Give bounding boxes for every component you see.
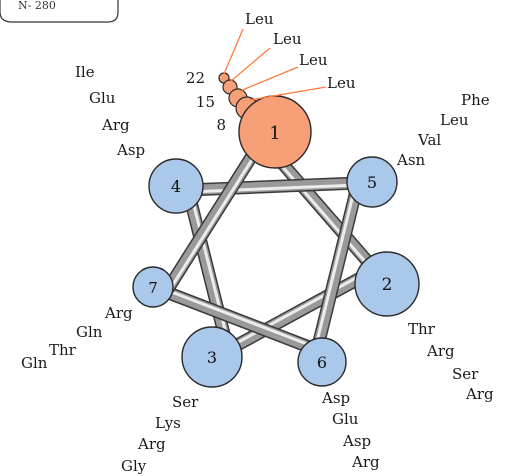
legend-box: N- 280 (0, 0, 118, 22)
position-22-number: 22 (186, 69, 205, 87)
p2-label-4: Arg (465, 385, 494, 403)
position-3-number: 3 (207, 348, 217, 367)
position-15-number: 15 (196, 93, 215, 111)
p4-label-2: Glu (89, 89, 116, 107)
p1-label-4: Leu (327, 74, 356, 92)
p4-label-4: Asp (116, 141, 145, 159)
legend-text: N- 280 (18, 0, 56, 12)
position-6-number: 6 (317, 353, 327, 372)
p6-label-3: Asp (342, 432, 371, 450)
p1-label-1: Leu (245, 10, 274, 28)
p5-label-4: Asn (396, 151, 426, 169)
p4-label-1: Ile (75, 63, 95, 81)
residue-labels: Leu Leu Leu Leu Phe Leu Val Asn Ile Glu … (21, 10, 494, 475)
p2-label-2: Arg (426, 342, 455, 360)
p2-label-3: Ser (452, 365, 479, 383)
position-1-number: 1 (269, 123, 280, 144)
p6-label-1: Asp (321, 389, 350, 407)
p5-label-2: Leu (440, 111, 469, 129)
p5-label-3: Val (417, 131, 441, 149)
p6-label-2: Glu (332, 410, 359, 428)
position-4-number: 4 (171, 177, 181, 196)
position-8-number: 8 (216, 116, 226, 134)
p3-label-2: Lys (155, 414, 181, 432)
p6-label-4: Arg (351, 453, 380, 471)
p7-label-1: Arg (104, 304, 133, 322)
p4-label-3: Arg (101, 116, 130, 134)
p3-label-3: Arg (137, 435, 166, 453)
p7-label-2: Gln (76, 323, 103, 341)
p2-label-1: Thr (408, 320, 436, 338)
p1-label-3: Leu (299, 51, 328, 69)
position-7-number: 7 (148, 279, 158, 297)
p7-label-3: Thr (49, 341, 77, 359)
p7-label-4: Gln (21, 354, 48, 372)
p5-label-1: Phe (461, 91, 490, 109)
position-5-number: 5 (367, 173, 377, 192)
p1-label-2: Leu (273, 30, 302, 48)
position-2-number: 2 (382, 275, 393, 295)
rod-4-5 (188, 183, 358, 192)
p3-label-4: Gly (121, 457, 147, 475)
p3-label-1: Ser (172, 393, 199, 411)
